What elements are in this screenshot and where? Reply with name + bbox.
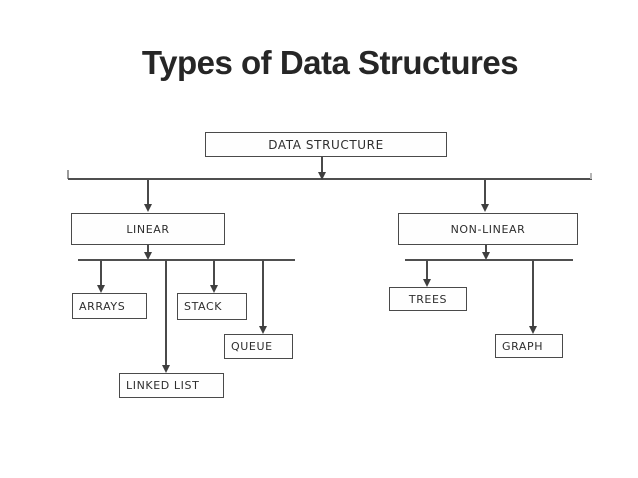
node-stack: STACK: [177, 293, 247, 320]
arrow-down-icon: [143, 252, 152, 260]
arrow-down-icon: [481, 252, 490, 260]
arrow-down-icon: [209, 285, 218, 293]
arrow-down-icon: [317, 172, 326, 180]
main-line-left-stub: [67, 170, 69, 179]
node-graph: GRAPH: [495, 334, 563, 358]
arrow-down-icon: [422, 279, 431, 287]
page-title: Types of Data Structures: [141, 44, 519, 81]
node-arrays: ARRAYS: [72, 293, 147, 319]
edge-nonlinear-to-subline: [481, 245, 490, 260]
arrow-down-icon: [161, 365, 170, 373]
node-non-linear: NON-LINEAR: [398, 213, 578, 245]
edge-mainline-to-linear: [143, 180, 152, 212]
node-linked-list: LINKED LIST: [119, 373, 224, 398]
main-line-right-stub: [590, 173, 592, 179]
main-connector-line: [68, 178, 592, 180]
edge-mainline-to-nonlinear: [480, 180, 489, 212]
nonlinear-branch-line: [405, 259, 573, 261]
arrow-down-icon: [143, 204, 152, 212]
arrow-down-icon: [258, 326, 267, 334]
edge-linear-to-subline: [143, 245, 152, 260]
node-linear: LINEAR: [71, 213, 225, 245]
edge-to-arrays: [96, 260, 105, 293]
edge-to-linked-list: [161, 260, 170, 373]
edge-root-to-mainline: [317, 156, 326, 180]
edge-to-trees: [422, 260, 431, 287]
node-queue: QUEUE: [224, 334, 293, 359]
linear-branch-line: [78, 259, 295, 261]
arrow-down-icon: [96, 285, 105, 293]
edge-to-queue: [258, 260, 267, 334]
edge-to-graph: [528, 260, 537, 334]
node-trees: TREES: [389, 287, 467, 311]
node-data-structure: DATA STRUCTURE: [205, 132, 447, 157]
edge-to-stack: [209, 260, 218, 293]
arrow-down-icon: [528, 326, 537, 334]
arrow-down-icon: [480, 204, 489, 212]
